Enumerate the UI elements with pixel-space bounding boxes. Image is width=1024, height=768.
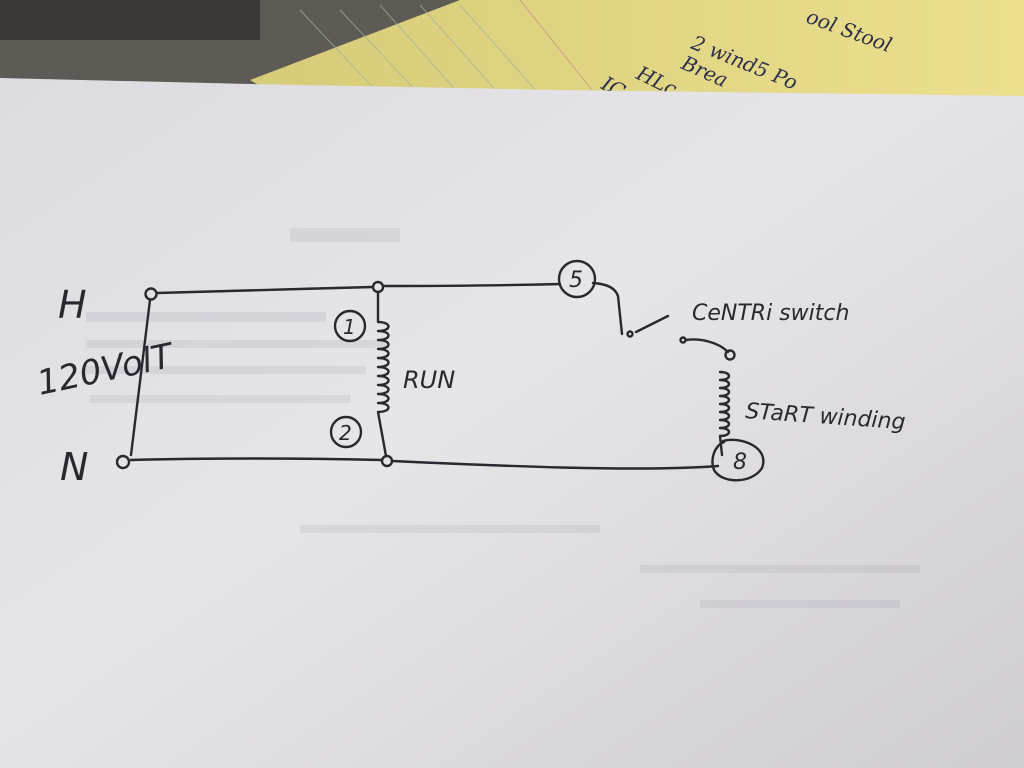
wire-node-to-lead-5 <box>381 282 562 288</box>
lead-8-label: 8 <box>733 450 747 475</box>
centrifugal-switch-label: CeNTRi switch <box>692 301 849 326</box>
wire-switch-to-start <box>684 338 730 354</box>
lead-1-circle <box>333 309 367 343</box>
lead-1-label: 1 <box>343 315 356 339</box>
switch-blade <box>634 314 670 334</box>
start-lead-terminal <box>724 349 736 361</box>
paper-sheet <box>0 78 1024 768</box>
dark-object <box>0 0 260 40</box>
wire-lead-5-to-switch <box>591 281 624 336</box>
hot-terminal-label: H <box>58 283 87 327</box>
run-winding-label: RUN <box>403 366 455 394</box>
wire-node-to-lead-8 <box>390 459 720 470</box>
start-winding-coil <box>718 370 731 457</box>
wire-n-to-node-2 <box>129 457 384 462</box>
lead-2-circle <box>329 415 363 449</box>
terminal-n <box>115 454 131 470</box>
lead-8-circle <box>711 438 765 482</box>
bleed-through <box>86 228 920 608</box>
neutral-terminal-label: N <box>60 445 88 489</box>
switch-contact-left <box>626 330 634 338</box>
yellow-notepad: ool Stool 2 wind5 Po Brea HLc ICe 8 <box>250 0 1024 110</box>
wire-h-to-node-1 <box>155 285 375 295</box>
run-winding-coil <box>376 290 390 458</box>
lead-5-label: 5 <box>569 268 583 293</box>
motor-wiring-diagram <box>115 259 765 482</box>
lead-2-label: 2 <box>339 421 352 445</box>
supply-line-left <box>129 298 152 457</box>
lead-5-circle <box>557 259 597 299</box>
